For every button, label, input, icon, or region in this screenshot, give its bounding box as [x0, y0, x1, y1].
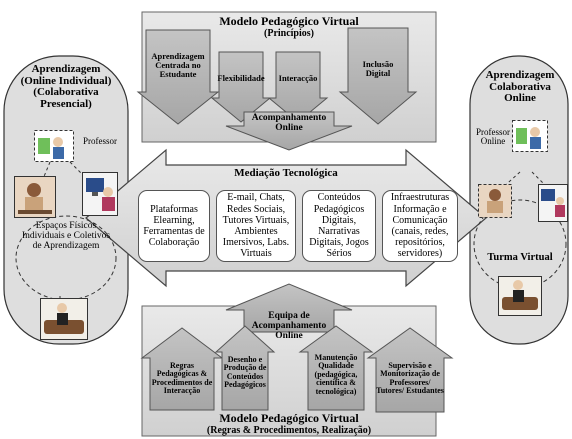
online-sofa-person-icon: [498, 276, 542, 316]
left-spaces-label: Espaços Físicos Individuais e Coletivos …: [21, 221, 111, 251]
right-class-label: Turma Virtual: [487, 252, 553, 263]
left-panel-title: Aprendizagem (Online Individual) (Colabo…: [20, 63, 112, 110]
arrow-bottom-center: [225, 283, 353, 333]
arrow-bottom-1: [140, 327, 224, 411]
left-teacher-label: Professor: [83, 136, 117, 146]
principle-student-centered: Aprendizagem Centrada no Estudante: [151, 51, 205, 79]
right-panel-title: Aprendizagem Colaborativa Online: [485, 69, 555, 105]
mediation-box-contents: Conteúdos Pedagógicos Digitais, Narrativ…: [302, 190, 376, 262]
rule-quality: Manutenção Qualidade (pedagógica, cientí…: [314, 353, 358, 396]
top-subtitle: (Princípios): [264, 28, 314, 39]
bottom-center-arrow-label: Equipa de Acompanhamento Online: [251, 311, 327, 341]
mediation-box-infrastructure: Infraestruturas Informação e Comunicação…: [382, 190, 458, 262]
right-teacher-label: Professor Online: [476, 127, 510, 147]
bottom-subtitle: (Regras & Procedimentos, Realização): [206, 425, 372, 436]
right-link-1: [499, 171, 521, 191]
mediation-box-platforms: Plataformas Elearning, Ferramentas de Co…: [138, 190, 210, 262]
mediation-title: Mediação Tecnológica: [234, 167, 338, 179]
online-teacher-icon: [512, 120, 548, 152]
rule-supervision: Supervisão e Monitorização de Professore…: [376, 361, 444, 396]
arrow-top-4: [338, 27, 418, 125]
online-computer-user-icon: [538, 184, 568, 222]
mediation-box-communication: E-mail, Chats, Redes Sociais, Tutores Vi…: [216, 190, 296, 262]
arrow-bottom-4: [366, 327, 454, 413]
arrow-top-2: [210, 51, 272, 123]
principle-flexibility: Flexibilidade: [217, 73, 265, 83]
arrow-bottom-3: [298, 325, 374, 411]
student-desk-icon: [14, 176, 56, 218]
principle-digital-inclusion: Inclusão Digital: [362, 59, 394, 78]
arrow-bottom-2: [214, 325, 276, 411]
arrow-top-3: [267, 51, 329, 123]
teacher-figure-icon: [34, 130, 74, 162]
principle-interaction: Interacção: [278, 73, 318, 83]
top-title: Modelo Pedagógico Virtual: [219, 14, 359, 28]
computer-user-icon: [82, 172, 118, 216]
rule-pedagogical: Regras Pedagógicas & Procedimentos de In…: [151, 361, 213, 396]
bottom-title: Modelo Pedagógico Virtual: [219, 411, 359, 425]
online-student-icon: [478, 184, 512, 218]
arrow-top-1: [136, 29, 220, 125]
top-center-arrow-label: Acompanhamento Online: [251, 113, 327, 133]
rule-content-design: Desenho e Produção de Conteúdos Pedagógi…: [223, 355, 267, 390]
arrow-top-center: [225, 111, 353, 151]
sofa-person-icon: [40, 298, 88, 340]
